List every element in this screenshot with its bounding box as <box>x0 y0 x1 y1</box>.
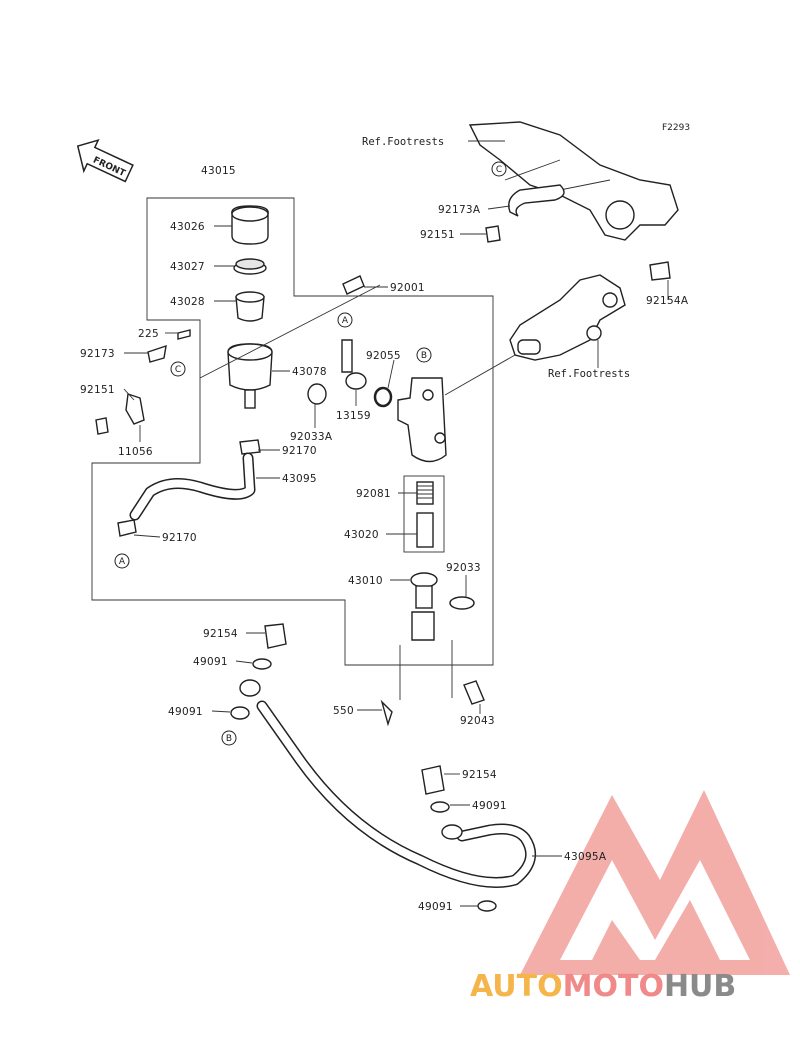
piston-kit-outline <box>403 475 445 553</box>
cotter-pin-550 <box>380 699 393 727</box>
washer-49091-a <box>252 658 272 670</box>
push-rod-43010 <box>410 572 438 641</box>
bolt-92151-right <box>485 225 501 243</box>
label-43078: 43078 <box>292 366 327 378</box>
banjo-bolt-92154-upper <box>264 623 287 649</box>
clevis-pin-92043 <box>463 680 485 705</box>
watermark-hub: HUB <box>664 969 736 1004</box>
callout-a-1-label: A <box>119 557 126 567</box>
label-92081: 92081 <box>356 488 391 500</box>
callout-b-1-label: B <box>421 351 427 361</box>
footrest-bracket <box>509 274 626 361</box>
washer-49091-b <box>230 706 250 720</box>
figure-code: F2293 <box>662 123 690 133</box>
washer-49091-c <box>430 801 450 813</box>
label-13159: 13159 <box>336 410 371 422</box>
label-49091-c: 49091 <box>472 800 507 812</box>
diaphragm <box>235 291 265 322</box>
reservoir-bracket <box>95 329 191 435</box>
banjo-bolt-92154-lower <box>421 765 445 795</box>
label-92173A: 92173A <box>438 204 481 216</box>
watermark-text: AUTOMOTOHUB <box>470 969 736 1004</box>
label-92055: 92055 <box>366 350 401 362</box>
o-ring-92055 <box>373 386 393 408</box>
label-92033A: 92033A <box>290 431 333 443</box>
label-92154-a: 92154 <box>203 628 238 640</box>
callout-c-1 <box>491 161 507 177</box>
label-92170-a: 92170 <box>282 445 317 457</box>
label-43095: 43095 <box>282 473 317 485</box>
brake-hose-43095A <box>256 700 537 888</box>
label-49091-b: 49091 <box>168 706 203 718</box>
label-92151-b: 92151 <box>420 229 455 241</box>
label-43010: 43010 <box>348 575 383 587</box>
label-43027: 43027 <box>170 261 205 273</box>
frame-bracket-upper <box>468 121 679 241</box>
callout-b-1 <box>416 347 432 363</box>
label-225: 225 <box>138 328 159 340</box>
watermark-auto: AUTO <box>470 969 563 1004</box>
callout-b-2-label: B <box>226 734 232 744</box>
label-ref-footrests-upper: Ref.Footrests <box>362 136 444 148</box>
label-92033: 92033 <box>446 562 481 574</box>
callout-a-2 <box>337 312 353 328</box>
label-550: 550 <box>333 705 354 717</box>
bolt-92154A <box>649 261 671 281</box>
reservoir-cap <box>231 205 269 245</box>
label-43026: 43026 <box>170 221 205 233</box>
label-43095A: 43095A <box>564 851 607 863</box>
bolt-92001 <box>342 275 365 295</box>
label-92151: 92151 <box>80 384 115 396</box>
piston-43020 <box>416 512 434 548</box>
callout-a-2-label: A <box>342 316 349 326</box>
watermark-logo <box>520 790 790 975</box>
fitting-13159 <box>341 339 353 373</box>
group-outline-43015 <box>91 197 494 666</box>
hose-clamp-upper <box>239 439 261 455</box>
diaphragm-plate <box>233 258 267 275</box>
label-92170-b: 92170 <box>162 532 197 544</box>
circlip-92033 <box>449 596 475 610</box>
label-ref-footrests-lower: Ref.Footrests <box>548 368 630 380</box>
label-43015: 43015 <box>201 165 236 177</box>
label-49091-a: 49091 <box>193 656 228 668</box>
label-43028: 43028 <box>170 296 205 308</box>
label-92043: 92043 <box>460 715 495 727</box>
front-arrow-icon: FRONT <box>76 138 134 183</box>
callout-a-1 <box>114 553 130 569</box>
callout-c-2 <box>170 361 186 377</box>
part-labels: 43015 43026 43027 43028 92001 225 92173 … <box>80 136 689 913</box>
label-11056: 11056 <box>118 446 153 458</box>
washer-49091-d <box>477 900 497 912</box>
watermark-moto: MOTO <box>563 969 664 1004</box>
label-92154A: 92154A <box>646 295 689 307</box>
banjo-fitting-upper <box>239 679 261 697</box>
label-92173: 92173 <box>80 348 115 360</box>
spring-92081 <box>416 481 434 505</box>
leader-lines <box>123 140 669 907</box>
label-92001: 92001 <box>390 282 425 294</box>
label-43020: 43020 <box>344 529 379 541</box>
callout-c-1-label: C <box>496 165 502 175</box>
reservoir-tank <box>227 343 273 409</box>
master-cylinder-body <box>397 377 447 463</box>
banjo-fitting-lower <box>441 824 463 840</box>
callout-c-2-label: C <box>175 365 181 375</box>
label-49091-d: 49091 <box>418 901 453 913</box>
label-92154-b: 92154 <box>462 769 497 781</box>
callout-b-2 <box>221 730 237 746</box>
hose-clamp-lower <box>117 519 137 537</box>
circlip-92033A <box>307 383 327 405</box>
